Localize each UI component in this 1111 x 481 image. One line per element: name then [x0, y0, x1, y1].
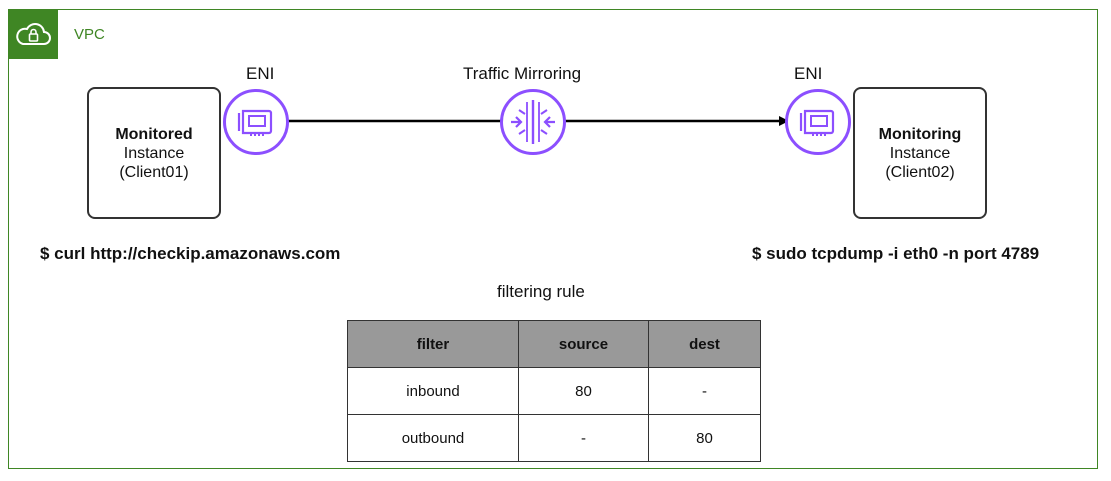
table-cell: - — [518, 414, 649, 462]
table-cell: inbound — [347, 367, 519, 415]
column-header: source — [518, 320, 649, 368]
instance-id: (Client02) — [885, 163, 955, 181]
traffic-mirroring-label: Traffic Mirroring — [463, 64, 582, 83]
traffic-mirroring-icon — [500, 89, 566, 155]
monitoring-instance: Monitoring Instance (Client02) — [853, 87, 987, 219]
filter-table: filter source dest inbound 80 - outbound… — [347, 320, 761, 462]
eni-right-label: ENI — [794, 64, 823, 83]
client02-command: $ sudo tcpdump -i eth0 -n port 4789 — [752, 244, 1040, 263]
table-header-row: filter source dest — [347, 320, 761, 368]
monitored-instance: Monitored Instance (Client01) — [87, 87, 221, 219]
table-cell: outbound — [347, 414, 519, 462]
vpc-label: VPC — [74, 26, 105, 43]
table-row: inbound 80 - — [347, 367, 761, 415]
table-row: outbound - 80 — [347, 414, 761, 462]
instance-type: Instance — [123, 144, 185, 162]
column-header: filter — [347, 320, 519, 368]
instance-id: (Client01) — [119, 163, 189, 181]
instance-type: Instance — [889, 144, 951, 162]
table-cell: - — [648, 367, 761, 415]
instance-name: Monitoring — [878, 125, 962, 143]
network-interface-icon — [223, 89, 289, 155]
eni-left-label: ENI — [246, 64, 275, 83]
instance-name: Monitored — [115, 125, 193, 143]
vpc-boundary — [8, 9, 1098, 469]
network-interface-icon — [785, 89, 851, 155]
column-header: dest — [648, 320, 761, 368]
table-cell: 80 — [518, 367, 649, 415]
client01-command: $ curl http://checkip.amazonaws.com — [40, 244, 341, 263]
cloud-lock-icon — [8, 9, 58, 59]
filter-table-caption: filtering rule — [497, 282, 585, 301]
table-cell: 80 — [648, 414, 761, 462]
